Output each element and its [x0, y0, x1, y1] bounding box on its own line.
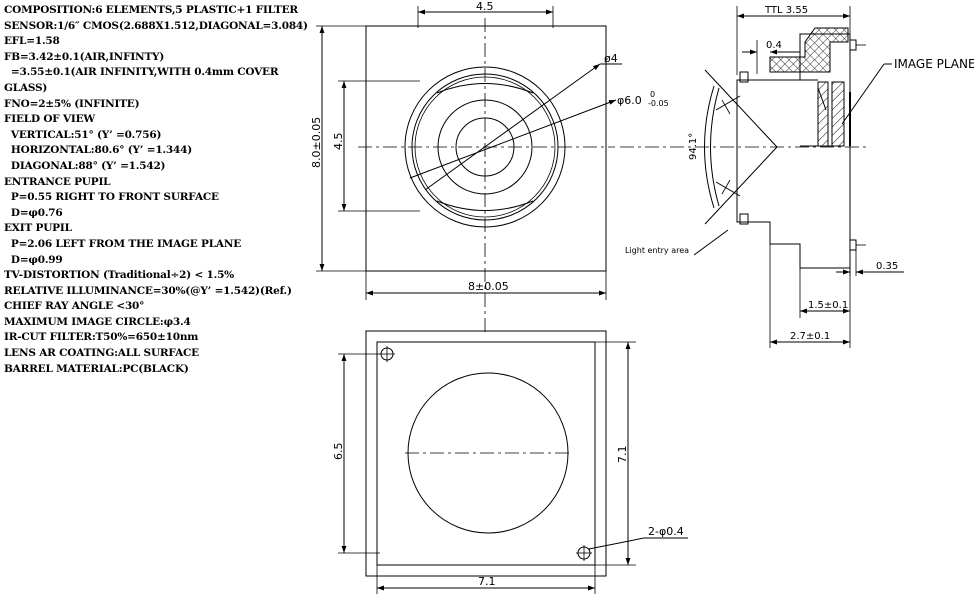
- dim-left-8: 8.0±0.05: [310, 117, 323, 168]
- spec-line: FIELD OF VIEW: [4, 113, 96, 126]
- barrel-bump: [436, 83, 534, 94]
- spec-line: VERTICAL:51° (Y’ =0.756): [4, 128, 162, 141]
- light-entry-label: Light entry area: [625, 246, 689, 255]
- spec-line: BARREL MATERIAL:PC(BLACK): [4, 362, 189, 375]
- dim-2-7: 2.7±0.1: [790, 331, 830, 342]
- spec-line: LENS AR COATING:ALL SURFACE: [4, 347, 199, 360]
- rear-outline: [365, 330, 607, 577]
- spec-line: IR-CUT FILTER:T50%=650±10nm: [4, 331, 199, 344]
- image-plane-label: IMAGE PLANE: [894, 57, 974, 71]
- ttl-label: TTL 3.55: [764, 5, 808, 16]
- fov-arc: [704, 85, 715, 209]
- spec-line: D=φ0.99: [4, 253, 63, 266]
- dim-0-35: 0.35: [876, 261, 898, 272]
- dim-bottom-8: 8±0.05: [468, 280, 509, 293]
- dim-left-4-5: 4.5: [332, 133, 345, 151]
- spec-line: P=2.06 LEFT FROM THE IMAGE PLANE: [4, 237, 242, 250]
- spec-line: COMPOSITION:6 ELEMENTS,5 PLASTIC+1 FILTE…: [4, 4, 298, 16]
- dim-top-4-5: 4.5: [476, 0, 494, 13]
- spec-line: TV-DISTORTION (Traditional÷2) < 1.5%: [4, 269, 234, 282]
- spec-line: DIAGONAL:88° (Y’ =1.542): [4, 159, 166, 172]
- spec-line: P=0.55 RIGHT TO FRONT SURFACE: [4, 191, 219, 204]
- spec-line: FB=3.42±0.1(AIR,INFINTY): [4, 50, 165, 63]
- barrel-bump-bottom: [436, 200, 534, 211]
- rear-inner: [376, 341, 596, 566]
- spec-line: CHIEF RAY ANGLE <30°: [4, 300, 145, 313]
- spec-line: RELATIVE ILLUMINANCE=30%(@Y’ =1.542)(Ref…: [4, 284, 292, 297]
- fov-label: 94.1°: [688, 133, 699, 160]
- spec-line: =3.55±0.1(AIR INFINITY,WITH 0.4mm COVER: [4, 66, 279, 79]
- front-outline: [365, 25, 607, 272]
- dia-6-label: φ6.0: [617, 94, 642, 107]
- spec-line: D=φ0.76: [4, 206, 63, 219]
- dia-4-label: ø4: [604, 52, 618, 65]
- spec-line: ENTRANCE PUPIL: [4, 175, 111, 188]
- spec-line: EXIT PUPIL: [4, 222, 72, 235]
- spec-list: COMPOSITION:6 ELEMENTS,5 PLASTIC+1 FILTE…: [4, 3, 308, 377]
- spec-line: GLASS): [4, 81, 48, 94]
- dim-1-5: 1.5±0.1: [808, 300, 848, 311]
- spec-line: HORIZONTAL:80.6° (Y’ =1.344): [4, 144, 192, 157]
- spec-line: FNO=2±5% (INFINITE): [4, 97, 140, 110]
- top-clip: [769, 27, 849, 73]
- dia-6-lower: -0.05: [648, 99, 669, 108]
- dim-rear-7-1-bottom: 7.1: [478, 575, 496, 588]
- front-view: ø4 φ6.0 0 -0.05 4.5 4.5 8.0±0.05 8±0.05: [310, 0, 669, 332]
- rear-view: 2-φ0.4 6.5 7.1 7.1: [332, 330, 688, 594]
- dim-rear-7-1-right: 7.1: [616, 446, 629, 464]
- side-view: 94.1° Light entry area TTL 3.55 0.4 IMAG…: [620, 5, 974, 348]
- spec-line: SENSOR:1/6″ CMOS(2.688X1.512,DIAGONAL=3.…: [4, 19, 308, 32]
- spec-line: MAXIMUM IMAGE CIRCLE:φ3.4: [4, 315, 191, 328]
- spec-line: EFL=1.58: [4, 35, 60, 48]
- dim-rear-6-5: 6.5: [332, 443, 345, 461]
- holes-label: 2-φ0.4: [648, 525, 684, 538]
- sensor-glass: [831, 81, 845, 147]
- dia-6-upper: 0: [650, 90, 655, 99]
- thick-label: 0.4: [766, 40, 782, 51]
